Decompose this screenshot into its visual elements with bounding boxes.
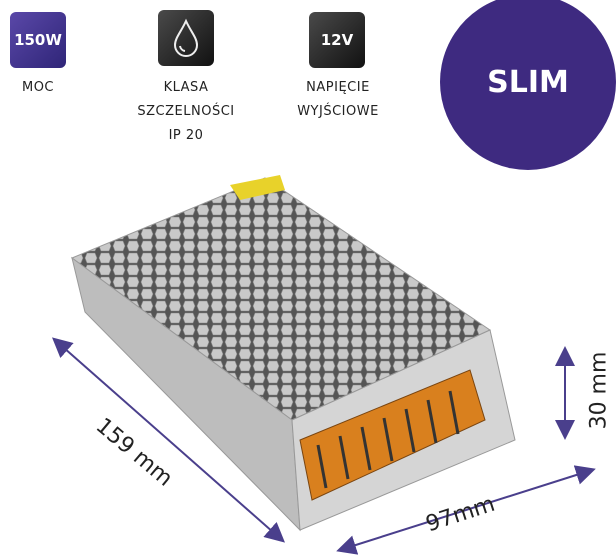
height-dimension: 30 mm <box>586 351 612 430</box>
slim-label: SLIM <box>487 64 569 100</box>
label-line: SZCZELNOŚCI <box>137 104 235 119</box>
length-arrow <box>51 337 286 543</box>
power-supply-unit <box>70 175 516 532</box>
output-voltage-label: NAPIĘCIE WYJŚCIOWE <box>280 76 396 124</box>
voltage-badge: 12V <box>309 12 365 68</box>
voltage-value: 12V <box>320 31 354 49</box>
width-arrow <box>336 465 596 555</box>
label-line: MOC <box>21 80 55 95</box>
slim-circle: SLIM <box>440 0 616 170</box>
label-line: IP 20 <box>168 128 204 143</box>
power-badge: 150W <box>10 12 66 68</box>
water-drop-badge <box>158 10 214 66</box>
label-line: NAPIĘCIE <box>306 80 370 95</box>
power-label: MOC <box>0 76 76 100</box>
ip-class-label: KLASA SZCZELNOŚCI IP 20 <box>120 76 252 148</box>
label-line: WYJŚCIOWE <box>297 104 379 119</box>
label-sticker <box>230 175 285 200</box>
label-line: KLASA <box>163 80 209 95</box>
power-value: 150W <box>14 31 62 49</box>
water-drop-icon <box>173 18 199 57</box>
